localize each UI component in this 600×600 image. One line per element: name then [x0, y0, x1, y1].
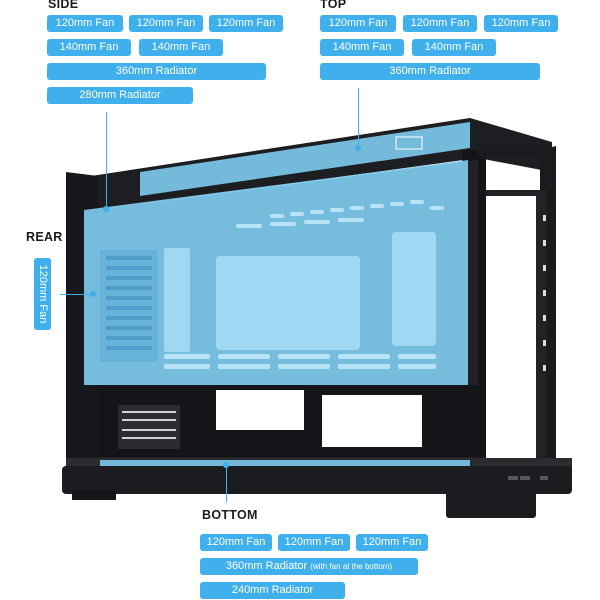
bottom-heading: BOTTOM — [202, 508, 258, 522]
top-mount-highlight — [140, 122, 470, 196]
top-fan-140-1: 140mm Fan — [320, 39, 404, 56]
case-base — [62, 466, 572, 494]
case-foot-left — [72, 490, 116, 500]
top-mount-bracket — [395, 136, 423, 150]
bottom-fan-120-2: 120mm Fan — [278, 534, 350, 551]
panel-window-center — [216, 256, 360, 350]
top-connector-dot — [355, 145, 361, 151]
top-heading: TOP — [320, 0, 347, 11]
lower-cutout-1 — [216, 390, 304, 430]
bottom-radiator-360: 360mm Radiator (with fan at the bottom) — [200, 558, 418, 575]
bottom-radiator-240: 240mm Radiator — [200, 582, 345, 599]
rear-fan-120: 120mm Fan — [34, 258, 51, 330]
side-heading: SIDE — [48, 0, 79, 11]
panel-window-right — [392, 232, 436, 346]
side-radiator-280: 280mm Radiator — [47, 87, 193, 104]
side-radiator-360: 360mm Radiator — [47, 63, 266, 80]
case-right-inner-rail — [536, 190, 546, 460]
bottom-radiator-360-note: (with fan at the bottom) — [310, 562, 393, 571]
top-fan-120-3: 120mm Fan — [484, 15, 558, 32]
panel-slot-row-bottom — [164, 354, 436, 369]
top-fan-120-2: 120mm Fan — [403, 15, 477, 32]
top-fan-120-1: 120mm Fan — [320, 15, 396, 32]
panel-window-left — [164, 248, 190, 352]
side-fan-120-2: 120mm Fan — [129, 15, 203, 32]
pci-slots — [122, 411, 176, 439]
rear-connector-line — [60, 294, 94, 295]
rear-fan-grille-bars — [106, 256, 152, 350]
side-connector-line — [106, 112, 107, 210]
rear-connector-dot — [90, 291, 96, 297]
panel-slot-row-top — [236, 200, 444, 228]
side-fan-120-3: 120mm Fan — [209, 15, 283, 32]
side-fan-140-2: 140mm Fan — [139, 39, 223, 56]
side-fan-120-1: 120mm Fan — [47, 15, 123, 32]
bottom-fan-120-1: 120mm Fan — [200, 534, 272, 551]
side-connector-dot — [103, 206, 109, 212]
bottom-connector-line — [226, 466, 227, 502]
bottom-connector-dot — [223, 462, 229, 468]
top-connector-line — [358, 88, 359, 148]
case-right-mid-rail — [486, 190, 542, 196]
lower-cutout-2 — [322, 395, 422, 447]
case-right-top-rail — [478, 144, 548, 156]
case-foot-right — [446, 490, 536, 518]
io-ports — [508, 476, 548, 480]
bottom-fan-120-3: 120mm Fan — [356, 534, 428, 551]
bottom-radiator-360-label: 360mm Radiator — [225, 560, 308, 572]
top-radiator-360: 360mm Radiator — [320, 63, 540, 80]
top-fan-140-2: 140mm Fan — [412, 39, 496, 56]
case-slot-markers — [543, 215, 546, 371]
rear-heading: REAR — [26, 230, 63, 244]
rear-fan-120-label: 120mm Fan — [36, 264, 49, 324]
side-fan-140-1: 140mm Fan — [47, 39, 131, 56]
